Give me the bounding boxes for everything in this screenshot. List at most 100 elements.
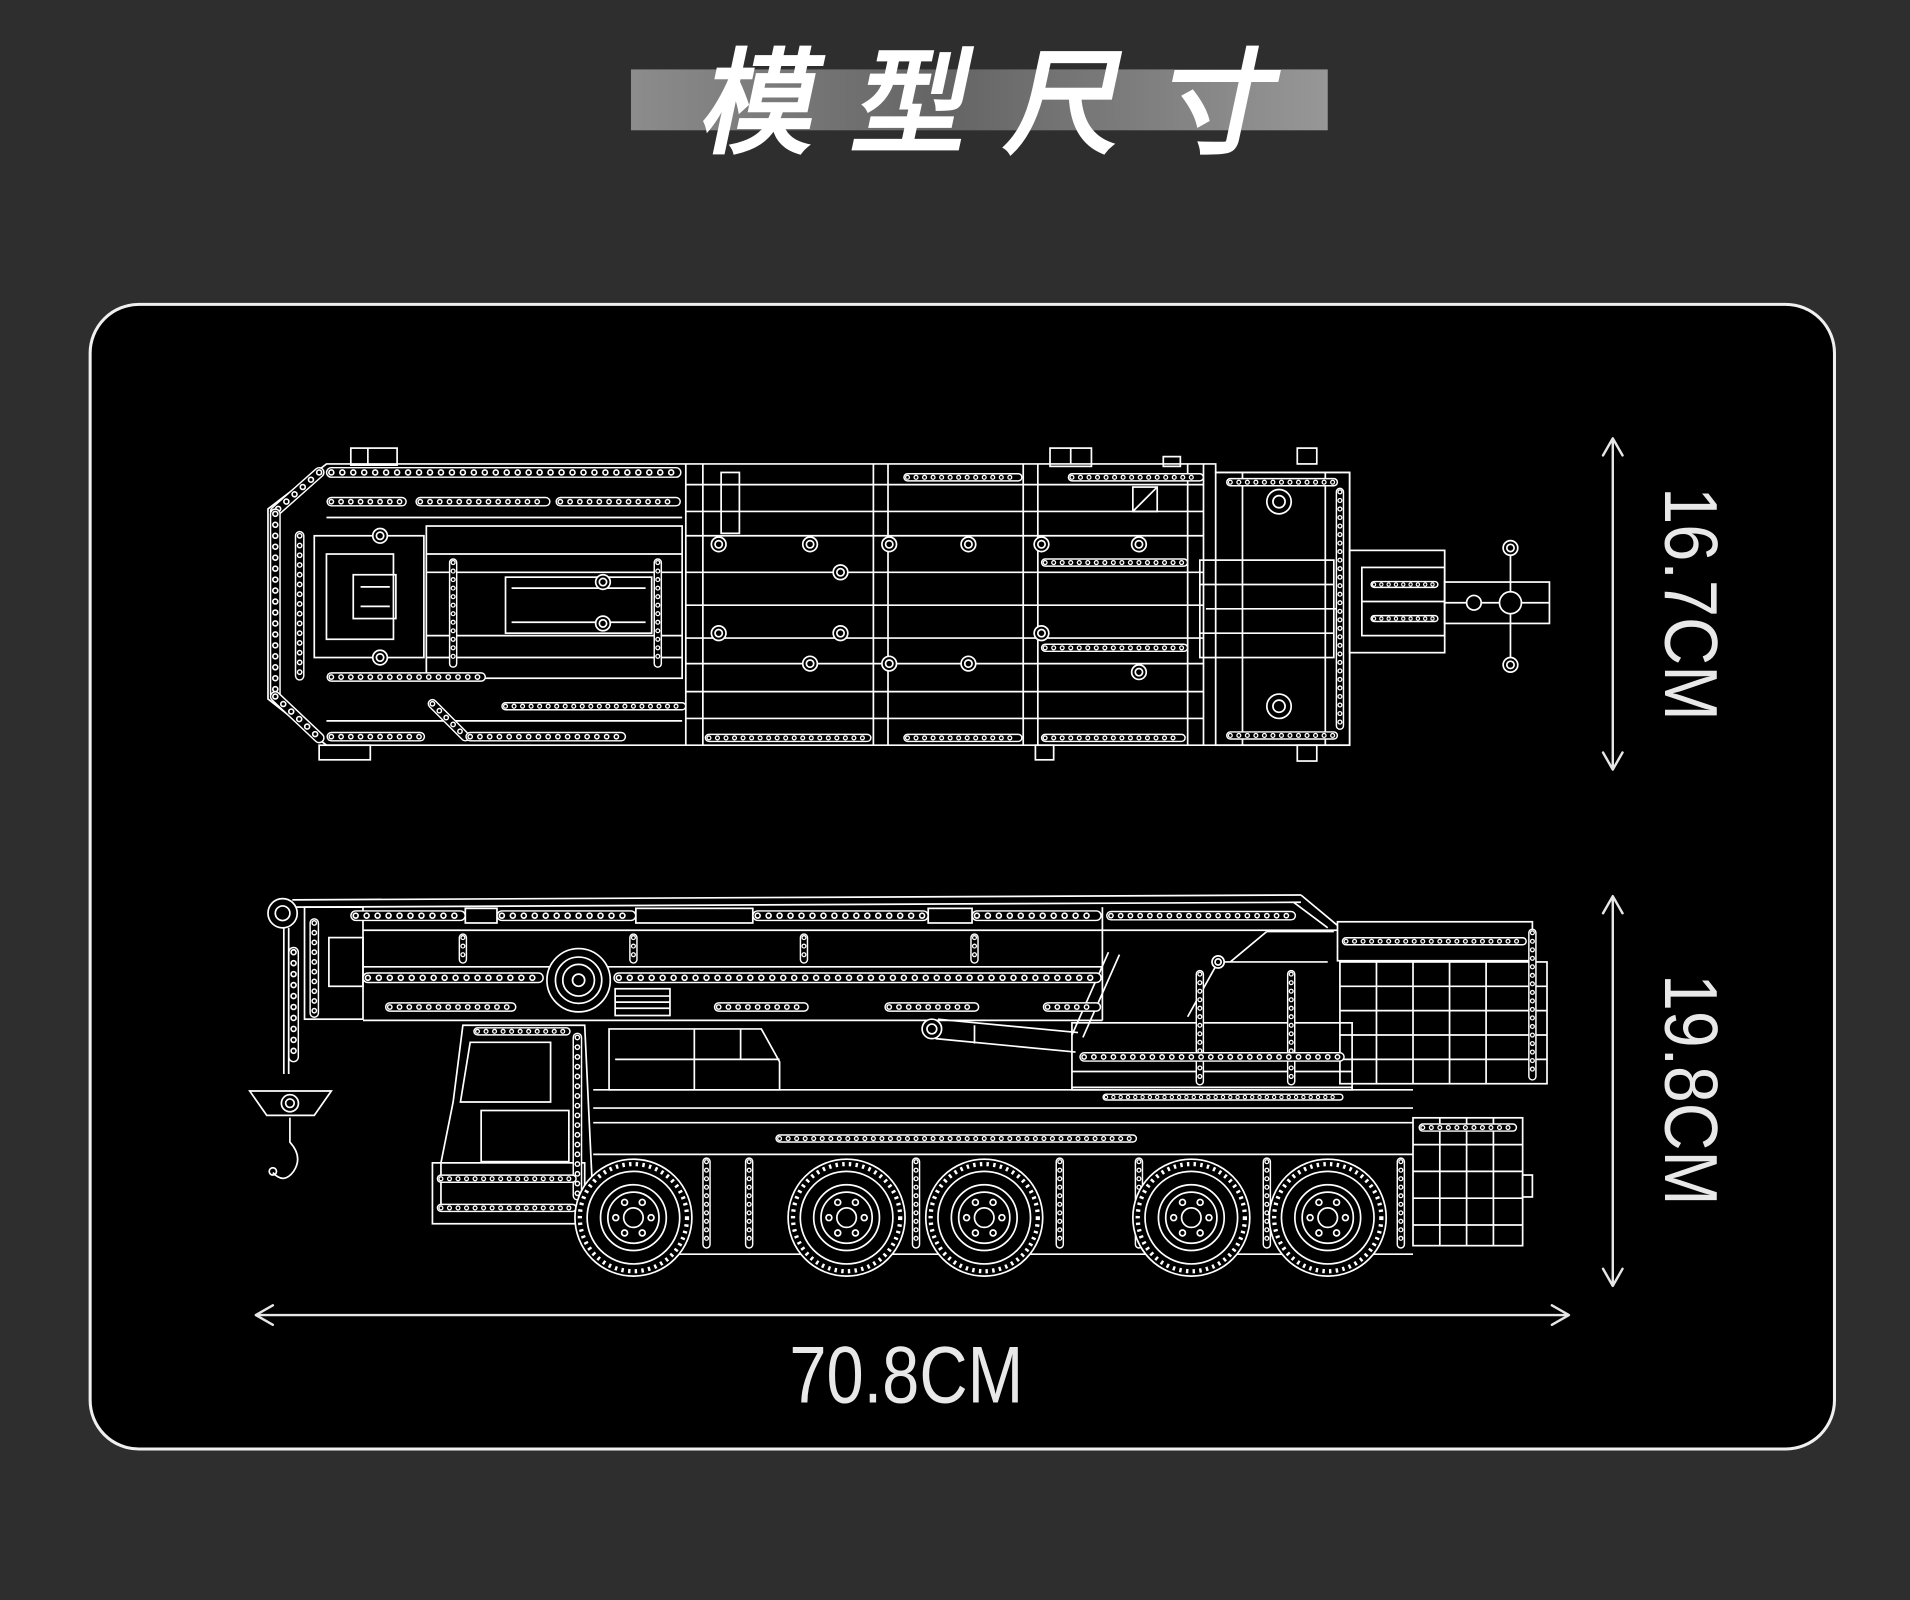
beam-hole-centers [273, 470, 321, 514]
wheel-bolt [638, 1229, 647, 1237]
pin-hole-center [835, 628, 846, 638]
side-view-drawing [248, 894, 1548, 1277]
pin-hole [960, 655, 977, 672]
rim [950, 1183, 1018, 1252]
arrowhead-up-icon [1601, 437, 1624, 457]
pin-hole-center [1505, 660, 1515, 670]
wheel [1268, 1158, 1388, 1277]
pin-hole [1211, 955, 1226, 969]
pin-hole [1502, 539, 1519, 557]
wheel-bolt [647, 1213, 655, 1222]
wheel-bolt [620, 1229, 629, 1237]
width-arrow [1601, 437, 1624, 771]
beam [269, 466, 325, 517]
shaft-hub [1465, 594, 1483, 611]
pin-hole [594, 615, 612, 632]
shaft-hub [1498, 590, 1523, 615]
plate [1162, 455, 1182, 468]
rim-inner [606, 1191, 660, 1245]
pin-hole-center [963, 539, 973, 549]
pin-hole-center [805, 659, 815, 669]
tire [1131, 1158, 1251, 1277]
tire-wall [586, 1170, 681, 1265]
wheel-bolt [1205, 1213, 1213, 1222]
wheel-bolt [1315, 1198, 1323, 1207]
wheel-bolt [833, 1229, 842, 1237]
wheel-bolt [638, 1198, 647, 1207]
pin-hole-center [1134, 667, 1144, 677]
tire [924, 1158, 1044, 1277]
wheel [924, 1158, 1044, 1277]
pin-hole [801, 655, 819, 672]
wheel-bolt [971, 1229, 980, 1237]
arrowhead-right-icon [1550, 1304, 1571, 1327]
pin-hole [960, 536, 977, 553]
pin-hole-center [561, 963, 596, 997]
plate [504, 576, 653, 635]
pin-hole [1502, 656, 1519, 673]
plate [349, 447, 398, 466]
wheel-bolt [989, 1229, 997, 1237]
pin-hole [1265, 488, 1293, 515]
pin-hole [1265, 693, 1293, 720]
tire-wall [1280, 1170, 1375, 1265]
hook-block [248, 1090, 333, 1117]
line [1300, 894, 1339, 927]
plate [318, 744, 372, 761]
plate [1521, 1174, 1534, 1198]
rim-inner [1301, 1191, 1355, 1245]
line [1293, 901, 1329, 929]
plate [425, 525, 683, 680]
pin-hole-center [835, 567, 846, 577]
wheel-bolt [1332, 1229, 1341, 1237]
pin-hole-center [1505, 543, 1515, 553]
pin-hole [710, 625, 727, 642]
wheel-bolt [1306, 1213, 1314, 1222]
tire-wall [937, 1170, 1032, 1265]
pin-hole [1130, 536, 1148, 553]
pin-hole [801, 536, 819, 553]
line [1132, 486, 1158, 513]
plate [328, 936, 364, 988]
pin-hole [881, 536, 898, 553]
hook [272, 1117, 299, 1180]
tire-wall [799, 1170, 894, 1265]
hub [622, 1207, 645, 1229]
tire [574, 1158, 693, 1277]
pin-hole [881, 655, 898, 672]
pin-hole-center [1036, 628, 1046, 638]
pin-hole [546, 947, 612, 1013]
arrowhead-down-icon [1601, 751, 1624, 771]
rim-inner [957, 1191, 1011, 1245]
pin-hole [832, 564, 849, 581]
hub [1180, 1207, 1202, 1229]
pin-hole [280, 1093, 300, 1113]
arrowhead-down-icon [1601, 1267, 1624, 1288]
gear-ring [554, 956, 603, 1005]
tire-tread [1135, 1161, 1248, 1274]
dimension-arrows [254, 437, 1624, 1327]
length-arrow [254, 1304, 1571, 1327]
line [292, 894, 1301, 901]
pin-hole-center [375, 531, 385, 541]
pin-hole-center [926, 1023, 938, 1035]
top-view-drawing [267, 447, 1551, 762]
tire-wall [1144, 1170, 1239, 1265]
cab-window [459, 1041, 552, 1103]
pin-hole-center [284, 1098, 296, 1109]
beam-hole-centers [430, 702, 467, 739]
pin-hole [710, 536, 727, 553]
plate [1296, 744, 1318, 762]
tire-tread [928, 1161, 1040, 1274]
title-bar [630, 69, 1328, 131]
rim-inner [820, 1191, 874, 1245]
pin-hole-center [1272, 699, 1286, 714]
line [1071, 951, 1110, 1036]
rim [812, 1183, 881, 1252]
pin-hole [371, 527, 389, 544]
wheel-bolt [851, 1229, 860, 1237]
wheel-bolt [1341, 1213, 1350, 1222]
line [292, 901, 1301, 909]
pin-hole-center [884, 539, 894, 549]
wheel [1131, 1158, 1251, 1277]
